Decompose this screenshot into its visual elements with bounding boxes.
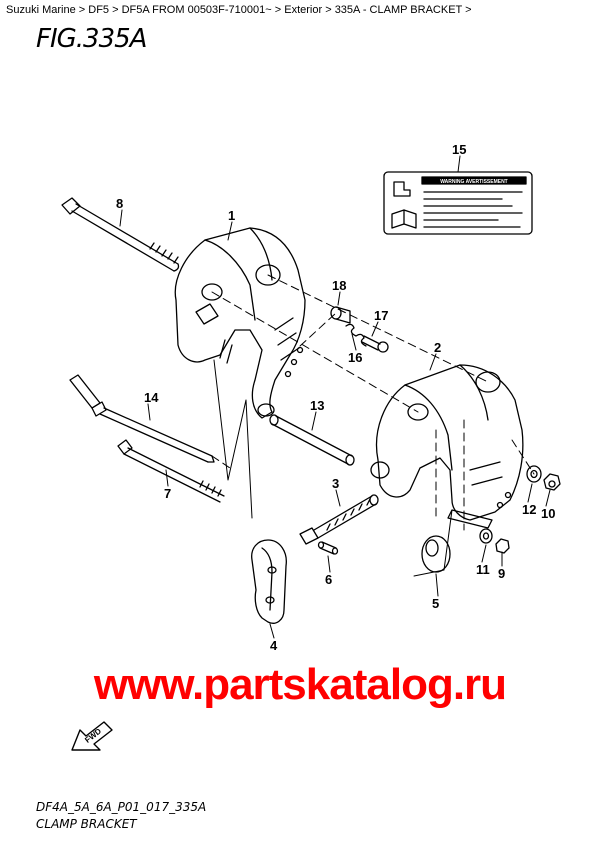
watermark[interactable]: www.partskatalog.ru (93, 660, 507, 709)
part-1-clamp-bracket[interactable] (174, 227, 306, 419)
callout-11[interactable]: 11 (476, 562, 490, 577)
fwd-label: FWD (83, 726, 103, 744)
part-7-bolt[interactable] (117, 439, 225, 503)
breadcrumb-item-group[interactable]: Exterior (284, 4, 323, 16)
breadcrumb-separator: > (109, 4, 122, 16)
callout-17[interactable]: 17 (374, 308, 388, 323)
callout-1[interactable]: 1 (228, 208, 235, 223)
part-2-clamp-bracket[interactable] (370, 364, 524, 529)
breadcrumb-item-brand[interactable]: Suzuki Marine (6, 4, 76, 16)
callout-2[interactable]: 2 (434, 340, 441, 355)
breadcrumb-separator: > (75, 4, 89, 16)
breadcrumb-separator: > (271, 4, 285, 16)
callout-8[interactable]: 8 (116, 196, 123, 211)
callout-15[interactable]: 15 (452, 142, 466, 157)
reference-zigzags (213, 359, 453, 577)
part-14-clamp-rod[interactable] (69, 374, 215, 463)
callout-16[interactable]: 16 (348, 350, 362, 365)
callout-9[interactable]: 9 (498, 566, 505, 581)
breadcrumb-separator: > (322, 4, 335, 16)
part-10-nut[interactable] (543, 473, 561, 491)
part-16-spring[interactable] (345, 323, 367, 347)
callout-numbers: 8 1 15 18 17 16 2 13 14 7 3 12 10 11 9 6… (116, 142, 555, 653)
callout-6[interactable]: 6 (325, 572, 332, 587)
callout-4[interactable]: 4 (270, 638, 278, 653)
callout-12[interactable]: 12 (522, 502, 536, 517)
part-4-handle[interactable] (251, 539, 287, 624)
callout-10[interactable]: 10 (541, 506, 555, 521)
breadcrumb-item-current[interactable]: 335A - CLAMP BRACKET (334, 4, 463, 16)
breadcrumb-trailing: > (462, 4, 472, 16)
part-11-washer[interactable] (479, 528, 493, 544)
warning-label-text: WARNING AVERTISSEMENT (440, 179, 508, 185)
part-9-nut[interactable] (495, 538, 510, 554)
callout-5[interactable]: 5 (432, 596, 439, 611)
callout-leaders (119, 155, 551, 639)
part-3-clamp-screw[interactable] (299, 494, 379, 545)
fwd-arrow-icon (71, 721, 113, 751)
callout-13[interactable]: 13 (310, 398, 324, 413)
alignment-lines (211, 274, 535, 531)
callout-7[interactable]: 7 (164, 486, 171, 501)
callout-18[interactable]: 18 (332, 278, 346, 293)
callout-3[interactable]: 3 (332, 476, 339, 491)
figure-name: CLAMP BRACKET (36, 817, 137, 831)
figure-title: FIG.335A (36, 24, 147, 54)
breadcrumb-item-serial[interactable]: DF5A FROM 00503F-710001~ (121, 4, 272, 16)
breadcrumb: Suzuki Marine > DF5 > DF5A FROM 00503F-7… (6, 4, 472, 16)
part-8-bolt[interactable] (61, 197, 180, 272)
callout-14[interactable]: 14 (144, 390, 159, 405)
breadcrumb-item-model[interactable]: DF5 (88, 4, 110, 16)
part-17-screw[interactable] (361, 335, 389, 353)
part-6-pin[interactable] (317, 541, 339, 555)
figure-code: DF4A_5A_6A_P01_017_335A (36, 800, 207, 814)
part-18-bushing[interactable] (330, 306, 351, 324)
part-12-washer[interactable] (526, 465, 542, 483)
part-15-warning-label[interactable] (383, 171, 533, 235)
part-13-shaft[interactable] (269, 414, 355, 466)
